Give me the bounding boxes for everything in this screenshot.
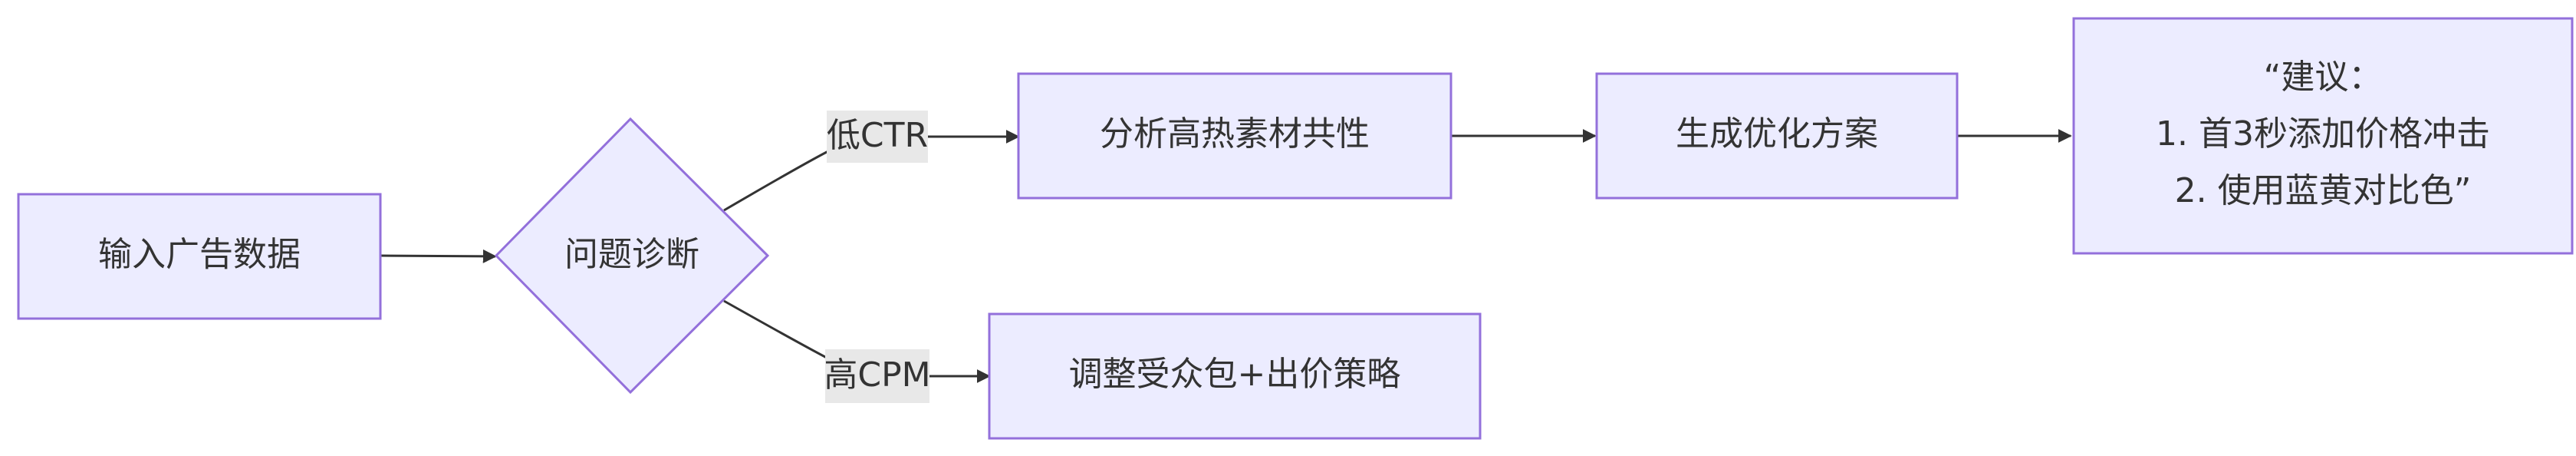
node-label: 分析高热素材共性	[1100, 114, 1370, 154]
node-diagnose[interactable]: 问题诊断	[494, 117, 770, 395]
edge-label-text: 低CTR	[827, 116, 928, 155]
node-generate[interactable]: 生成优化方案	[1595, 72, 1959, 200]
edge-label-high-cpm: 高CPM	[824, 349, 931, 403]
node-analyze[interactable]: 分析高热素材共性	[1017, 72, 1452, 200]
node-label: 问题诊断	[564, 235, 699, 274]
edges	[380, 129, 2072, 383]
node-box	[1017, 72, 1452, 200]
edge-label-background	[827, 111, 928, 163]
node-box	[17, 193, 382, 320]
node-adjust[interactable]: 调整受众包+出价策略	[988, 312, 1482, 440]
node-label-line-1: “建议：	[2264, 58, 2383, 97]
node-box	[1595, 72, 1959, 200]
edge-label-text: 高CPM	[824, 355, 930, 395]
node-suggest[interactable]: “建议： 1. 首3秒添加价格冲击 2. 使用蓝黄对比色”	[2072, 17, 2574, 255]
edge-label-low-ctr: 低CTR	[827, 111, 928, 163]
edge-diagnose-to-analyze	[723, 130, 1020, 212]
node-label-line-2: 1. 首3秒添加价格冲击	[2156, 114, 2490, 154]
node-label: 输入广告数据	[98, 235, 301, 274]
node-box	[2072, 17, 2574, 255]
node-box	[988, 312, 1482, 440]
node-label: 调整受众包+出价策略	[1069, 355, 1401, 394]
node-input[interactable]: 输入广告数据	[17, 193, 382, 320]
node-label: 生成优化方案	[1676, 114, 1878, 154]
edge-label-background	[825, 349, 929, 403]
decision-diamond	[494, 117, 770, 395]
node-label-line-3: 2. 使用蓝黄对比色”	[2175, 171, 2472, 210]
